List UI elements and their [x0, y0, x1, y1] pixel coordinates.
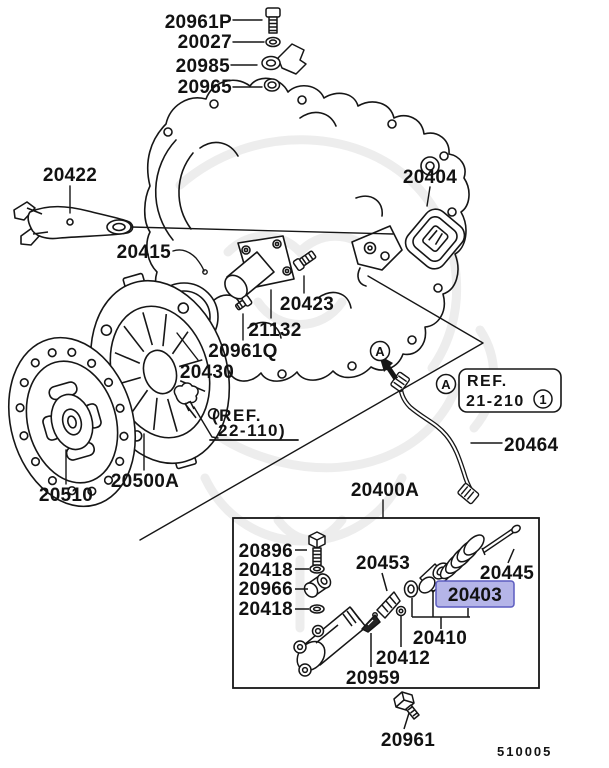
- part-label-20985[interactable]: 20985: [176, 56, 230, 77]
- bracket-lines-20410: [295, 548, 515, 667]
- leader-20445: [507, 548, 515, 564]
- slave-cylinder-kit-drawing: [293, 524, 521, 677]
- leader-20453: [381, 572, 388, 592]
- ref-note-22-110: (REF. 22-110): [212, 406, 286, 440]
- oring-20418a-drawing: [309, 564, 325, 574]
- part-label-20422[interactable]: 20422: [43, 165, 97, 186]
- bracket-20985-drawing: [261, 43, 307, 75]
- part-label-20896[interactable]: 20896: [239, 541, 293, 562]
- leader-20404: [426, 186, 431, 207]
- part-label-20027[interactable]: 20027: [178, 32, 232, 53]
- part-label-21132[interactable]: 21132: [248, 320, 301, 341]
- part-label-20418[interactable]: 20418: [239, 599, 293, 620]
- washer-20027-drawing: [265, 36, 281, 48]
- leader-lines: [65, 19, 503, 541]
- ref-note-line1: (REF.: [212, 406, 262, 425]
- leader-20415: [172, 249, 205, 272]
- circled-1-label: 1: [539, 392, 546, 407]
- bolt-20961p-drawing: [265, 7, 281, 34]
- stud-20423-drawing: [292, 250, 317, 272]
- marker-a-label-2: A: [441, 377, 451, 392]
- fork-shaft-line: [130, 226, 394, 235]
- oring-20418b-drawing: [309, 604, 325, 614]
- part-label-20445[interactable]: 20445: [480, 563, 534, 584]
- ref-note-line2: 22-110): [218, 421, 286, 440]
- circled-1-icon: [533, 389, 553, 409]
- part-label-20412[interactable]: 20412: [376, 648, 430, 669]
- section-markers: A A: [369, 340, 457, 395]
- part-label-20961Q[interactable]: 20961Q: [208, 341, 277, 362]
- marker-a-circle-2: [435, 373, 457, 395]
- part-label-20418[interactable]: 20418: [239, 560, 293, 581]
- cup-seal-drawing: [403, 580, 419, 598]
- ref-box-line2: 21-210: [466, 393, 525, 410]
- release-fork-drawing: [13, 201, 134, 246]
- leader-20430: [176, 332, 199, 361]
- part-label-20400A[interactable]: 20400A: [351, 480, 419, 501]
- assembly-pointer-lines: [139, 275, 484, 541]
- part-label-20961[interactable]: 20961: [381, 730, 435, 751]
- part-label-20453[interactable]: 20453: [356, 553, 410, 574]
- ref-box-21-210[interactable]: REF. 21-210 1: [458, 368, 562, 413]
- boot-20403-drawing: [439, 534, 485, 580]
- nut-20965-drawing: [263, 78, 281, 92]
- bleeder-20453-drawing: [372, 591, 401, 619]
- ref-box-line1: REF.: [467, 373, 508, 390]
- part-label-20430[interactable]: 20430: [180, 362, 234, 383]
- inspection-plate-drawing: [404, 208, 466, 270]
- bolt-20961-drawing: [393, 691, 420, 730]
- spring-seat-20959-drawing: [361, 614, 381, 633]
- leader-20961: [403, 712, 410, 730]
- part-label-20423[interactable]: 20423: [280, 294, 334, 315]
- part-label-20410[interactable]: 20410: [413, 628, 467, 649]
- part-label-20961P[interactable]: 20961P: [165, 12, 232, 33]
- drawing-code: 510005: [497, 744, 552, 759]
- part-label-20403[interactable]: 20403: [448, 585, 502, 606]
- clutch-disc-drawing: [7, 336, 137, 508]
- leader-ref22110: [193, 406, 219, 439]
- part-label-20415[interactable]: 20415: [117, 242, 171, 263]
- clip-ref22110-drawing: [173, 382, 199, 412]
- bolt-20961q-drawing: [234, 294, 253, 311]
- part-label-20966[interactable]: 20966: [239, 579, 293, 600]
- part-label-20965[interactable]: 20965: [178, 77, 232, 98]
- marker-a-circle-1: [369, 340, 391, 362]
- fitting-20966-drawing: [303, 573, 332, 598]
- part-label-20500A[interactable]: 20500A: [111, 471, 179, 492]
- bolt-20896-drawing: [308, 531, 326, 566]
- detail-box: [232, 517, 540, 689]
- selected-part-highlight: [435, 580, 515, 608]
- part-label-20959[interactable]: 20959: [346, 668, 400, 689]
- part-label-20404[interactable]: 20404: [403, 167, 457, 188]
- push-rod-20445-drawing: [481, 524, 521, 556]
- valve-20412-drawing: [395, 605, 407, 617]
- marker-a-label-1: A: [375, 344, 385, 359]
- top-fasteners-drawing: [173, 7, 317, 412]
- part-label-20510[interactable]: 20510: [39, 485, 93, 506]
- part-label-20464[interactable]: 20464: [504, 435, 558, 456]
